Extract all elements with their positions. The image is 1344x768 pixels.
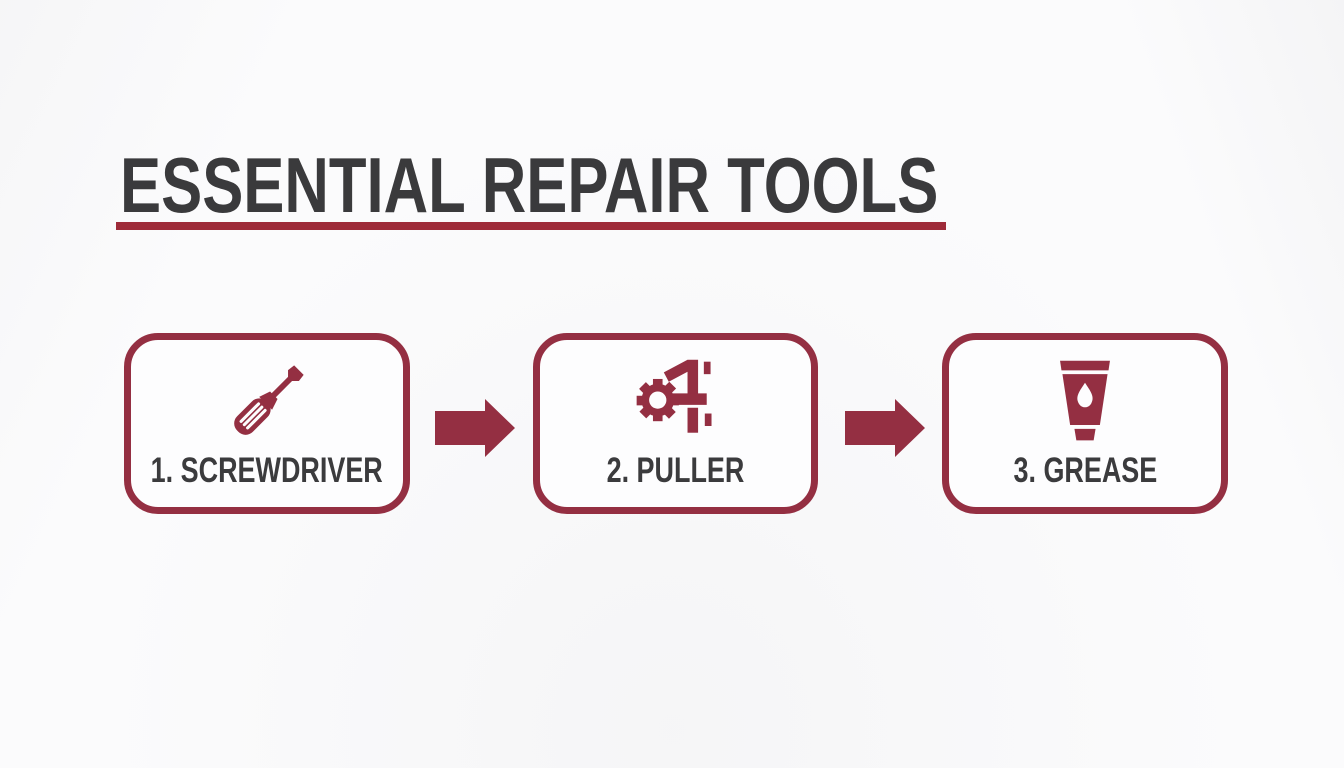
gear-puller-icon: [628, 354, 724, 450]
title-underline: [116, 222, 946, 230]
step-label: 2. PULLER: [606, 451, 745, 490]
page-title: ESSENTIAL REPAIR TOOLS: [120, 141, 939, 229]
step-card-grease: 3. GREASE: [942, 333, 1228, 514]
screwdriver-icon: [219, 354, 315, 450]
arrow-right-icon: [435, 397, 517, 459]
arrow-right-icon: [845, 397, 927, 459]
step-label: 1. SCREWDRIVER: [150, 451, 384, 490]
grease-tube-icon: [1037, 354, 1133, 450]
step-label: 3. GREASE: [1013, 451, 1157, 490]
step-card-screwdriver: 1. SCREWDRIVER: [124, 333, 410, 514]
step-card-puller: 2. PULLER: [533, 333, 818, 514]
